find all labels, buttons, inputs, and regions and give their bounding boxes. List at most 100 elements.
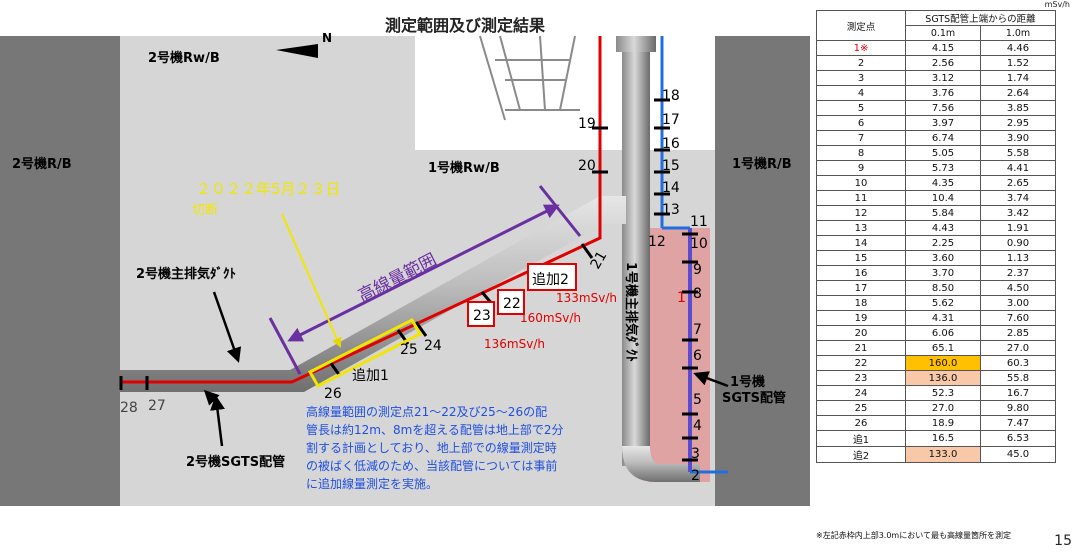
point-18: 18: [662, 88, 680, 104]
value-0-1m-cell: 5.84: [905, 205, 981, 221]
point-21: 21: [588, 249, 611, 272]
point-7: 7: [693, 322, 702, 338]
value-1-0m-cell: 2.85: [980, 325, 1056, 341]
value-0-1m-cell: 160.0: [905, 355, 981, 371]
point-17: 17: [662, 112, 680, 128]
north-label: N: [322, 31, 332, 45]
value-0-1m-cell: 7.56: [905, 100, 981, 116]
point-cell: 20: [816, 325, 906, 341]
value-0-1m-cell: 52.3: [905, 385, 981, 401]
point-cell: 25: [816, 400, 906, 416]
point-labels: 2 3 4 5 6 7 8 9 10 11 12 13 14 15 16 17 …: [120, 88, 708, 484]
value-0-1m-cell: 18.9: [905, 415, 981, 431]
table-footnote: ※左記赤枠内上部3.0mにおいて最も高線量箇所を測定: [816, 531, 1011, 540]
unit1-sgts-arrow: [693, 371, 729, 388]
point-cell: 16: [816, 265, 906, 281]
point-15: 15: [662, 158, 680, 174]
point-cell: 10: [816, 175, 906, 191]
value-0-1m-cell: 3.60: [905, 250, 981, 266]
point-8: 8: [693, 286, 702, 302]
value-1-0m-cell: 2.64: [980, 85, 1056, 101]
point-25: 25: [400, 342, 418, 358]
value-0-1m-cell: 65.1: [905, 340, 981, 356]
point-20: 20: [578, 158, 596, 174]
value-1-0m-cell: 4.46: [980, 40, 1056, 56]
cut-date-arrow: [281, 213, 342, 348]
unit1-rw-label: 1号機Rw/B: [428, 160, 500, 176]
tower-lattice: [479, 35, 580, 121]
point-cell: 8: [816, 145, 906, 161]
unit1-rb-label: 1号機R/B: [732, 156, 792, 172]
header-1-0m: 1.0m: [980, 25, 1056, 41]
point-11: 11: [690, 214, 708, 230]
value-0-1m-cell: 3.12: [905, 70, 981, 86]
value-1-0m-cell: 4.41: [980, 160, 1056, 176]
point-cell: 11: [816, 190, 906, 206]
point-10: 10: [690, 236, 708, 252]
note-line-3: 割する計画としており、地上部での線量測定時: [306, 440, 557, 455]
value-1-0m-cell: 1.13: [980, 250, 1056, 266]
point-cell: 24: [816, 385, 906, 401]
value-0-1m-cell: 4.43: [905, 220, 981, 236]
point-cell: 17: [816, 280, 906, 296]
point-14: 14: [662, 180, 680, 196]
note-text: 高線量範囲の測定点21～22及び25～26の配 管長は約12m、8mを超える配管…: [306, 404, 564, 491]
value-0-1m-cell: 3.76: [905, 85, 981, 101]
value-1-0m-cell: 3.42: [980, 205, 1056, 221]
unit2-sgts-arrow: [210, 395, 225, 447]
value-0-1m-cell: 3.70: [905, 265, 981, 281]
note-line-2: 管長は約12m、8mを超える配管は地上部で2分: [306, 422, 564, 437]
value-0-1m-cell: 4.31: [905, 310, 981, 326]
value-0-1m-cell: 8.50: [905, 280, 981, 296]
value-1-0m-cell: 16.7: [980, 385, 1056, 401]
duct-elbow: [622, 446, 700, 482]
point-16: 16: [662, 136, 680, 152]
point-cell: 1※: [816, 40, 906, 56]
diagram-canvas: 2号機Rw/B N 2号機R/B 1号機Rw/B 1号機R/B ２０２２年5月２…: [0, 31, 810, 506]
point-1-label: 1: [677, 290, 686, 306]
point-cell: 12: [816, 205, 906, 221]
unit2-main-exhaust-duct: [120, 196, 626, 392]
point-cell: 3: [816, 70, 906, 86]
unit2-rw-label: 2号機Rw/B: [148, 50, 220, 66]
value-1-0m-cell: 4.50: [980, 280, 1056, 296]
value-0-1m-cell: 6.74: [905, 130, 981, 146]
point-6: 6: [693, 348, 702, 364]
value-1-0m-cell: 1.91: [980, 220, 1056, 236]
value-0-1m-cell: 133.0: [905, 446, 981, 463]
box-point-22: [497, 289, 525, 315]
point-4: 4: [693, 418, 702, 434]
value-1-0m-cell: 1.74: [980, 70, 1056, 86]
note-line-4: の被ばく低減のため、当該配管については事前: [306, 458, 557, 473]
value-0-1m-cell: 4.35: [905, 175, 981, 191]
value-1-0m-cell: 6.53: [980, 430, 1056, 447]
point-cell: 追1: [816, 430, 906, 447]
value-1-0m-cell: 27.0: [980, 340, 1056, 356]
unit1-measurement-zone: [648, 228, 710, 482]
value-1-0m-cell: 3.85: [980, 100, 1056, 116]
unit2-sgts-label: 2号機SGTS配管: [186, 454, 285, 470]
header-0-1m: 0.1m: [905, 25, 981, 41]
point-27: 27: [148, 398, 166, 414]
value-0-1m-cell: 6.06: [905, 325, 981, 341]
point-13: 13: [662, 202, 680, 218]
